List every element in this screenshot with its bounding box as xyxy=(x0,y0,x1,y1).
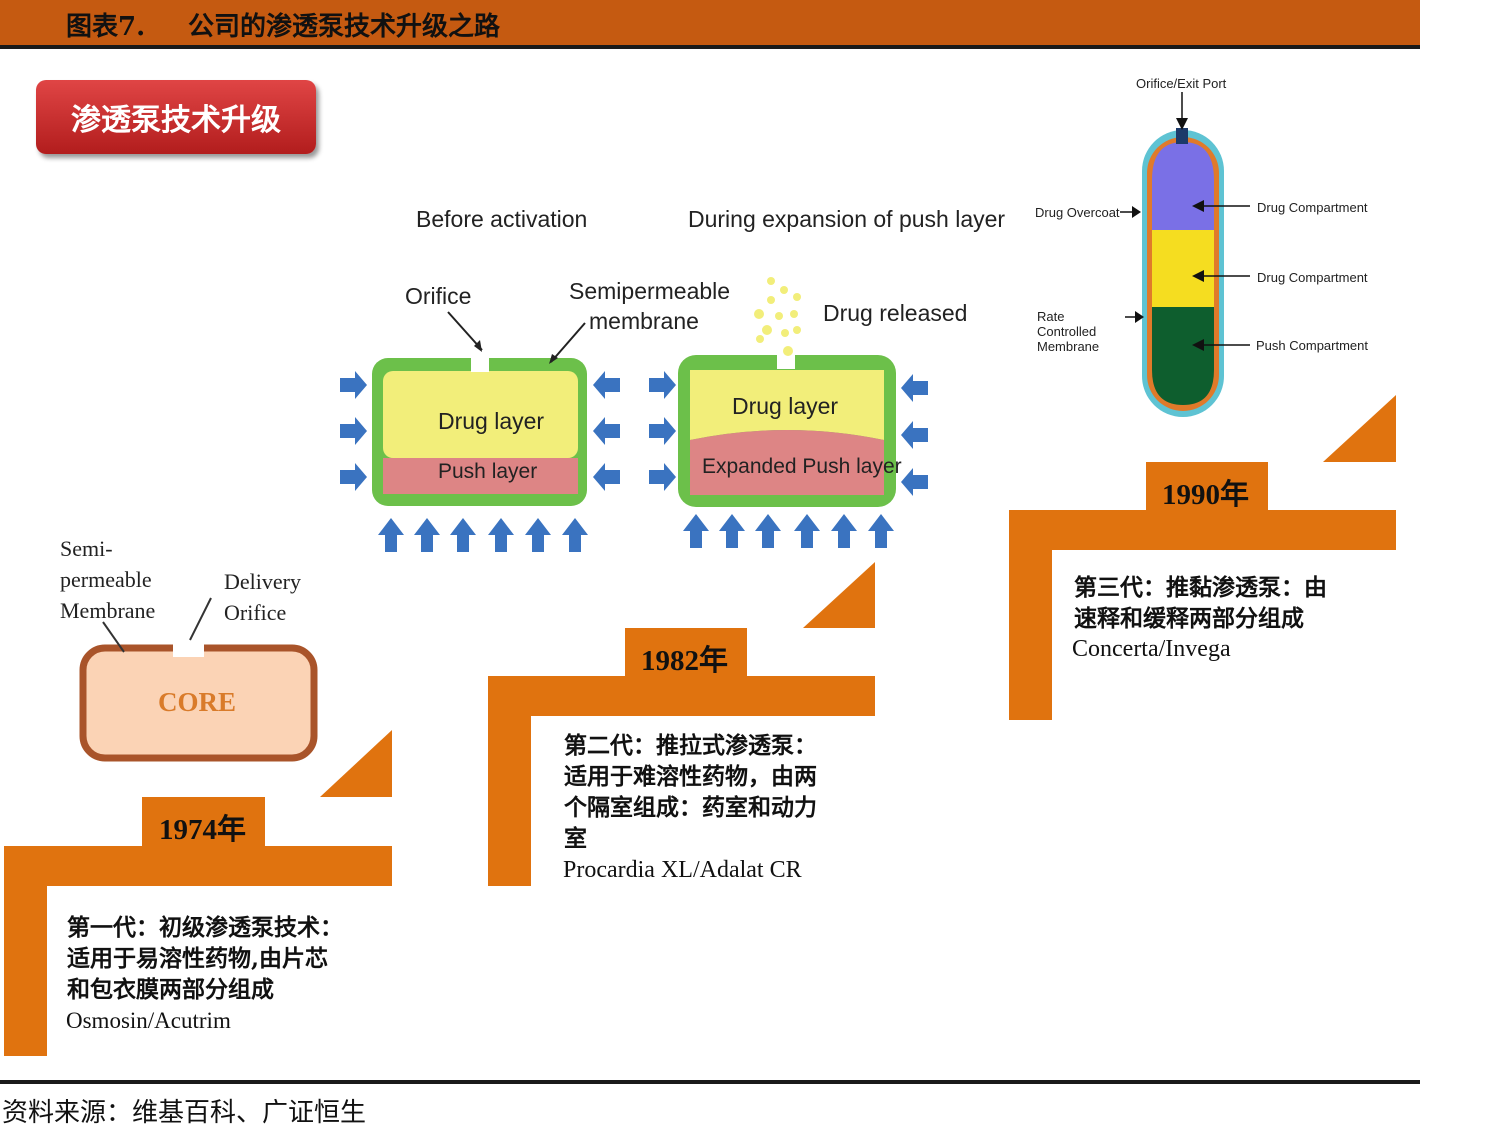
gen1-desc-line1: 第一代：初级渗透泵技术： xyxy=(67,914,343,941)
gen3-desc: 第三代：推黏渗透泵：由 速释和缓释两部分组成 xyxy=(1074,572,1327,634)
header-bar xyxy=(0,0,1420,45)
core-label: CORE xyxy=(158,687,237,717)
delivery-label-line2: Orifice xyxy=(224,600,287,625)
gen2-desc-line1: 第二代：推拉式渗透泵： xyxy=(564,732,817,759)
membrane-label-line2: membrane xyxy=(589,308,699,334)
drug-layer-label-during: Drug layer xyxy=(732,393,839,419)
drug-compartment-label-2: Drug Compartment xyxy=(1257,270,1368,285)
step-1982 xyxy=(488,562,875,886)
orifice-label: Orifice xyxy=(405,283,472,309)
gen1-desc-line3: 和包衣膜两部分组成 xyxy=(67,976,274,1003)
figure-label: 图表7. xyxy=(66,12,146,42)
gen3-product: Concerta/Invega xyxy=(1072,636,1231,662)
gen1-desc-line2: 适用于易溶性药物,由片芯 xyxy=(67,945,329,972)
tablet-before xyxy=(372,311,587,506)
gen1-product: Osmosin/Acutrim xyxy=(66,1008,231,1033)
step-1974 xyxy=(4,730,392,1056)
membrane-label-line1: Semipermeable xyxy=(569,278,731,304)
drug-released-label: Drug released xyxy=(823,300,968,326)
expanded-push-layer-label: Expanded Push layer xyxy=(702,455,902,478)
rate-controlled-line3: Membrane xyxy=(1037,339,1100,354)
year-1982: 1982年 xyxy=(641,645,729,677)
gen1-desc: 第一代：初级渗透泵技术： 适用于易溶性药物,由片芯 和包衣膜两部分组成 xyxy=(67,912,343,1005)
during-expansion-title: During expansion of push layer xyxy=(688,206,1006,232)
figure-title: 公司的渗透泵技术升级之路 xyxy=(188,12,501,42)
gen2-desc: 第二代：推拉式渗透泵： 适用于难溶性药物，由两 个隔室组成：药室和动力 室 xyxy=(564,730,817,854)
bottom-up-arrows xyxy=(378,514,894,552)
gen3-desc-line1: 第三代：推黏渗透泵：由 xyxy=(1074,574,1327,601)
step-1990 xyxy=(1009,395,1396,720)
released-drug-dots xyxy=(754,277,801,356)
year-1990: 1990年 xyxy=(1162,479,1250,511)
before-activation-title: Before activation xyxy=(416,206,588,232)
rate-controlled-line2: Controlled xyxy=(1037,324,1097,339)
core-tablet xyxy=(79,597,318,762)
tech-upgrade-badge: 渗透泵技术升级 xyxy=(36,80,316,154)
drug-compartment-label-1: Drug Compartment xyxy=(1257,200,1368,215)
semi-label-line1: Semi- xyxy=(60,536,113,561)
footer-divider xyxy=(0,1080,1420,1084)
delivery-label-line1: Delivery xyxy=(224,569,301,594)
header-divider xyxy=(0,45,1420,49)
rate-controlled-line1: Rate xyxy=(1037,309,1065,324)
gen3-desc-line2: 速释和缓释两部分组成 xyxy=(1074,605,1304,632)
pressure-arrows xyxy=(340,371,928,496)
gen2-desc-line3: 个隔室组成：药室和动力 xyxy=(564,794,817,821)
rate-controlled-label: Rate Controlled Membrane xyxy=(1037,309,1099,354)
gen2-desc-line4: 室 xyxy=(564,825,587,852)
drug-layer-label-before: Drug layer xyxy=(438,408,545,434)
gen2-product: Procardia XL/Adalat CR xyxy=(563,857,802,883)
drug-overcoat-label: Drug Overcoat xyxy=(1035,205,1120,220)
push-layer-label: Push layer xyxy=(438,460,538,483)
semi-label-line2: permeable xyxy=(60,567,152,592)
tablet-during xyxy=(678,277,896,507)
gen2-desc-line2: 适用于难溶性药物，由两 xyxy=(564,763,817,790)
semi-label-line3: Membrane xyxy=(60,598,156,623)
year-1974: 1974年 xyxy=(159,814,247,846)
orifice-exit-label: Orifice/Exit Port xyxy=(1136,76,1227,91)
source-note: 资料来源：维基百科、广证恒生 xyxy=(2,1098,367,1128)
osmotic-capsule xyxy=(1120,92,1250,417)
push-compartment-label: Push Compartment xyxy=(1256,338,1368,353)
